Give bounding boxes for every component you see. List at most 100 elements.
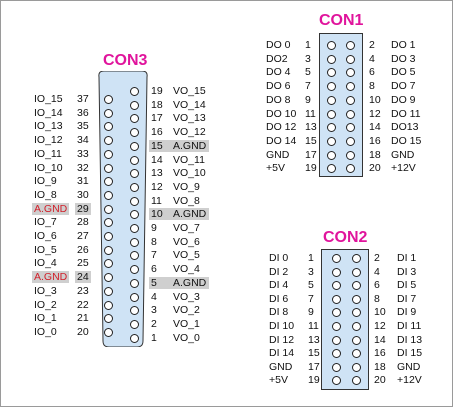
con1-pin-hole bbox=[346, 41, 355, 50]
con3-left-label: IO_5 bbox=[34, 243, 57, 256]
con1-left-label: +5V bbox=[266, 162, 285, 175]
con3-pin-hole bbox=[130, 100, 139, 110]
con2-pin-hole bbox=[352, 362, 361, 372]
con3-left-label: IO_13 bbox=[34, 120, 63, 133]
con2-right-label: DI 5 bbox=[397, 279, 417, 292]
con3-pin-number: 35 bbox=[77, 120, 89, 133]
con3-pin-hole bbox=[130, 265, 139, 275]
con3-left-label: IO_6 bbox=[34, 230, 57, 242]
con3-pin-number: 36 bbox=[77, 106, 89, 119]
con2-pin-hole bbox=[352, 308, 361, 318]
con2-pin-hole bbox=[352, 254, 361, 263]
con1-pin-number: 12 bbox=[369, 107, 381, 120]
con3-right-label: VO_10 bbox=[173, 167, 206, 180]
con2-pin-hole bbox=[352, 376, 361, 386]
con1-pin-hole bbox=[327, 164, 336, 174]
con3-right-label: VO_0 bbox=[173, 331, 200, 344]
con2-left-label: DI 12 bbox=[269, 333, 295, 346]
con1-pin-number: 18 bbox=[369, 148, 381, 161]
con3-pin-number: 8 bbox=[151, 235, 157, 248]
con3-pin-hole bbox=[130, 237, 139, 247]
con3-pin-hole bbox=[104, 95, 113, 104]
con1-right-label: DO 9 bbox=[391, 93, 416, 106]
con1-pin-hole bbox=[346, 109, 355, 119]
con3-left-label: IO_8 bbox=[34, 188, 57, 201]
con2-pin-hole bbox=[332, 322, 341, 331]
con3-pin-number: 9 bbox=[151, 222, 157, 234]
con3-right-label: VO_14 bbox=[173, 98, 206, 111]
con3-left-label: IO_12 bbox=[34, 134, 63, 147]
con3-right-label: VO_9 bbox=[173, 180, 200, 193]
con3-title: CON3 bbox=[103, 52, 148, 69]
con1-right-label: DO 3 bbox=[391, 52, 416, 65]
con3-pin-number: 4 bbox=[151, 290, 157, 303]
con3-pin-number: 15 bbox=[149, 139, 209, 152]
con1-pin-hole bbox=[346, 164, 355, 174]
con2-pin-hole bbox=[352, 294, 361, 304]
con2-right-label: GND bbox=[397, 360, 421, 373]
con3-pin-hole bbox=[104, 163, 113, 173]
con1-pin-number: 14 bbox=[369, 121, 381, 134]
con3-pin-number: 2 bbox=[151, 317, 157, 330]
con3-pin-number: 11 bbox=[151, 194, 162, 207]
con2-pin-number: 12 bbox=[374, 320, 386, 332]
con3-left-label: IO_10 bbox=[34, 161, 63, 174]
con1-pin-number: 13 bbox=[305, 121, 317, 134]
con2-left-label: DI 4 bbox=[269, 279, 289, 292]
con2-left-label: DI 6 bbox=[269, 292, 289, 305]
con1-left-label: DO 10 bbox=[266, 107, 297, 120]
con2-pin-number: 9 bbox=[308, 306, 314, 319]
con1-pin-hole bbox=[327, 123, 336, 133]
con3-pin-number: 3 bbox=[151, 304, 157, 317]
con2-right-label: DI 11 bbox=[397, 320, 422, 332]
con1-pin-number: 9 bbox=[305, 93, 311, 106]
con3-right-label: VO_2 bbox=[173, 304, 200, 317]
con2-pin-hole bbox=[332, 376, 341, 386]
con3-pin-number: 14 bbox=[151, 153, 163, 166]
con2-pin-number: 3 bbox=[308, 265, 314, 278]
con1-right-label: GND bbox=[391, 148, 415, 161]
con3-pin-number: 25 bbox=[77, 257, 89, 270]
con3-pin-hole bbox=[130, 306, 139, 316]
con3-right-label: VO_4 bbox=[173, 263, 200, 276]
con1-pin-number: 3 bbox=[305, 52, 311, 65]
con3-pin-number: 16 bbox=[151, 126, 163, 139]
con2-pin-hole bbox=[332, 294, 341, 304]
con3-pin-hole bbox=[130, 128, 139, 138]
con3-pin-hole bbox=[130, 278, 139, 288]
con1-pin-number: 5 bbox=[305, 66, 311, 79]
con1-pin-hole bbox=[327, 150, 336, 160]
con2-pin-number: 11 bbox=[308, 320, 319, 332]
con2-right-label: DI 9 bbox=[397, 306, 417, 319]
con1-right-label: +12V bbox=[391, 162, 416, 175]
con3-pin-hole bbox=[104, 204, 113, 214]
con1-pin-number: 17 bbox=[305, 148, 317, 161]
con3-pin-number: 21 bbox=[77, 312, 89, 325]
con3-left-label: A.GND bbox=[32, 202, 70, 215]
con1-left-label: DO 8 bbox=[266, 93, 291, 106]
con3-pin-number: 26 bbox=[77, 243, 89, 256]
con3-pin-number: 33 bbox=[77, 147, 89, 160]
con3-pin-hole bbox=[104, 300, 113, 310]
con3-pin-number: 13 bbox=[151, 167, 163, 180]
con3-pin-number: 19 bbox=[151, 85, 163, 97]
con3-pin-hole bbox=[130, 333, 139, 343]
con3-pin-number: 7 bbox=[151, 249, 157, 262]
con3-pin-hole bbox=[104, 314, 113, 324]
con3-pin-number: 12 bbox=[151, 180, 163, 193]
con1-pin-hole bbox=[346, 54, 355, 64]
con3-pin-hole bbox=[130, 251, 139, 261]
con1-pin-hole bbox=[346, 68, 355, 78]
con1-pin-number: 11 bbox=[305, 107, 316, 120]
con3-right-label: A.GND bbox=[173, 276, 207, 289]
con3-pin-hole bbox=[104, 149, 113, 159]
con2-pin-hole bbox=[352, 267, 361, 277]
con2-pin-number: 20 bbox=[374, 374, 386, 387]
con3-pin-hole bbox=[104, 327, 113, 337]
con3-left-label: IO_11 bbox=[34, 147, 62, 160]
con1-pin-number: 16 bbox=[369, 134, 381, 147]
con3-pin-number: 5 bbox=[149, 276, 209, 289]
con3-pin-hole bbox=[130, 155, 139, 165]
con1-pin-hole bbox=[327, 136, 336, 146]
con1-pin-number: 2 bbox=[369, 39, 375, 51]
